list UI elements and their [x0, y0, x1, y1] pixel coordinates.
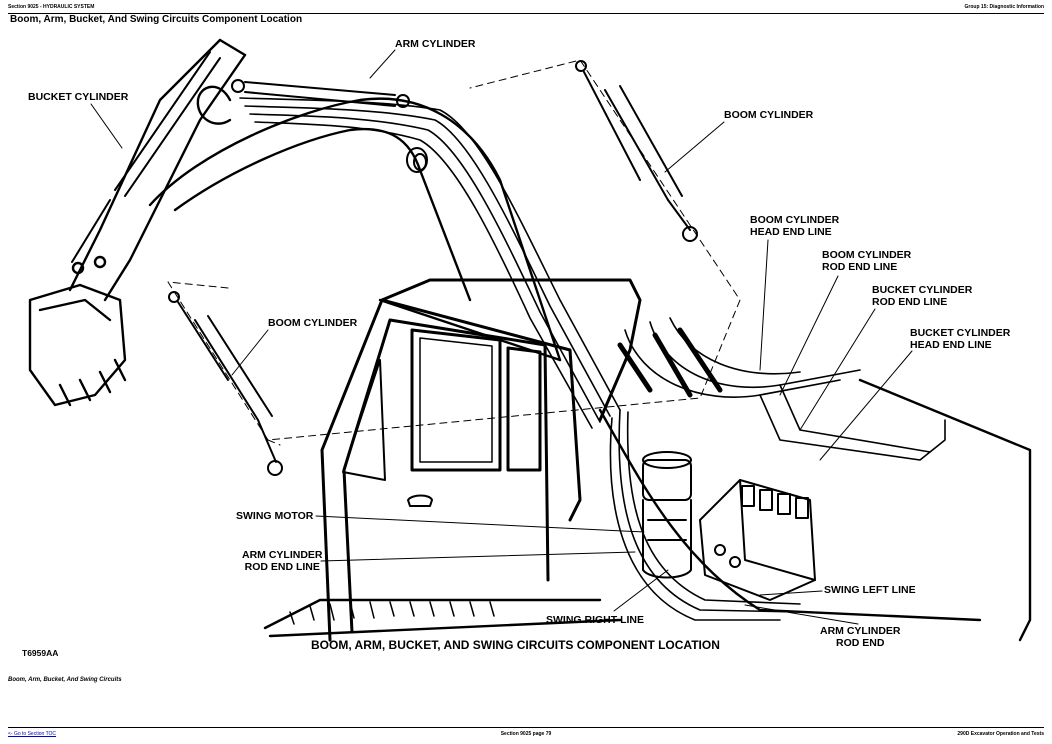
- label-swing-right-line: SWING RIGHT LINE: [546, 614, 644, 626]
- label-arm-cylinder: ARM CYLINDER: [395, 38, 476, 50]
- label-line-1: BOOM CYLINDER: [822, 249, 912, 261]
- figure-id: T6959AA: [22, 648, 59, 658]
- track: [263, 598, 622, 638]
- hose-fittings: [617, 327, 723, 398]
- label-bucket-cylinder-head-end-line: BUCKET CYLINDER HEAD END LINE: [910, 327, 1010, 351]
- label-bucket-cylinder-rod-end-line: BUCKET CYLINDER ROD END LINE: [872, 284, 972, 308]
- hydraulic-lines-valve: [609, 317, 946, 621]
- footer-page-number: Section 9025 page 79: [500, 731, 552, 737]
- footer-manual-title: 290D Excavator Operation and Tests: [957, 731, 1044, 737]
- label-boom-cylinder-rod-end-line: BOOM CYLINDER ROD END LINE: [822, 249, 911, 273]
- header-group: Group 15: Diagnostic Information: [964, 4, 1044, 10]
- header-divider: [8, 13, 1044, 14]
- label-arm-cylinder-rod-end-line: ARM CYLINDER ROD END LINE: [242, 549, 323, 573]
- boom-cylinder-left-drawing: [168, 291, 283, 476]
- label-swing-motor: SWING MOTOR: [236, 510, 314, 522]
- label-line-1: ARM CYLINDER: [242, 549, 323, 561]
- document-title: Boom, Arm, Bucket, And Swing Circuits Co…: [10, 14, 303, 25]
- label-line-1: BOOM CYLINDER: [750, 214, 840, 226]
- cab: [320, 278, 642, 642]
- boom-pin: [406, 147, 428, 173]
- label-line-2: ROD END LINE: [822, 261, 898, 273]
- label-boom-cylinder-head-end-line: BOOM CYLINDER HEAD END LINE: [750, 214, 839, 238]
- bucket: [28, 255, 127, 407]
- control-valve-drawing: [699, 479, 816, 601]
- footer-divider: [8, 727, 1044, 728]
- label-line-1: ARM CYLINDER: [820, 625, 901, 637]
- label-line-2: HEAD END LINE: [910, 339, 992, 351]
- label-line-1: BUCKET CYLINDER: [910, 327, 1011, 339]
- label-line-2: ROD END: [836, 637, 885, 649]
- section-toc-link[interactable]: <- Go to Section TOC: [8, 731, 57, 737]
- phantom-outline-lines: [167, 59, 741, 446]
- label-line-2: ROD END LINE: [872, 296, 948, 308]
- boom-cylinder-right-drawing: [575, 60, 698, 242]
- label-line-2: ROD END LINE: [244, 561, 320, 573]
- figure-caption: BOOM, ARM, BUCKET, AND SWING CIRCUITS CO…: [311, 638, 720, 652]
- arm-cylinder-drawing: [231, 79, 410, 108]
- bucket-cylinder-drawing: [71, 51, 221, 263]
- hydraulic-lines-boom: [239, 97, 621, 429]
- label-swing-left-line: SWING LEFT LINE: [824, 584, 916, 596]
- label-arm-cylinder-rod-end: ARM CYLINDER ROD END: [820, 625, 901, 649]
- label-line-1: BUCKET CYLINDER: [872, 284, 973, 296]
- upper-structure: [598, 378, 1032, 642]
- label-bucket-cylinder: BUCKET CYLINDER: [28, 91, 129, 103]
- label-boom-cylinder-right: BOOM CYLINDER: [724, 109, 814, 121]
- swing-motor-drawing: [642, 451, 692, 579]
- header-section: Section 9025 - HYDRAULIC SYSTEM: [8, 4, 95, 10]
- label-line-2: HEAD END LINE: [750, 226, 832, 238]
- label-boom-cylinder-left: BOOM CYLINDER: [268, 317, 358, 329]
- leader-lines: [90, 49, 913, 625]
- arm: [68, 38, 247, 302]
- sub-caption: Boom, Arm, Bucket, And Swing Circuits: [8, 677, 122, 683]
